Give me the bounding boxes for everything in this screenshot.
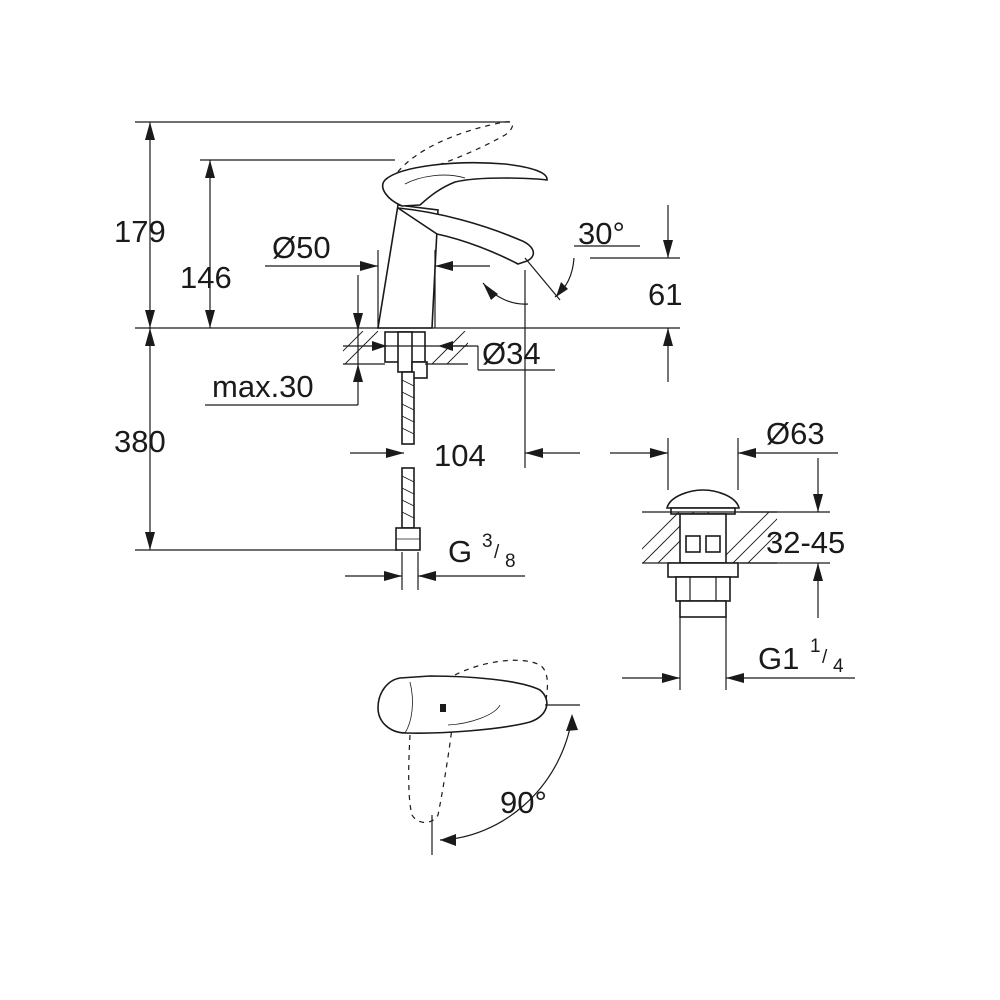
label-thread-g1-slash: / bbox=[822, 647, 828, 668]
label-thread-g: G bbox=[448, 534, 472, 569]
waste-plug-cap bbox=[665, 489, 741, 509]
dimension-labels: 179 146 Ø50 30° 61 Ø34 max.30 380 104 G … bbox=[114, 214, 845, 820]
lever-top bbox=[377, 675, 548, 734]
label-diameter-34: Ø34 bbox=[482, 336, 541, 371]
label-thread-g1: G1 bbox=[758, 641, 799, 676]
label-diameter-63: Ø63 bbox=[766, 416, 825, 451]
label-thread-den: 8 bbox=[505, 551, 516, 572]
waste-assembly bbox=[610, 438, 855, 690]
label-thread-slash: / bbox=[494, 542, 500, 563]
shank-thread bbox=[411, 361, 428, 379]
faucet-spout bbox=[397, 207, 535, 265]
label-104: 104 bbox=[434, 438, 486, 473]
faucet-top-view bbox=[377, 659, 580, 855]
label-61: 61 bbox=[648, 277, 682, 312]
label-max-30: max.30 bbox=[212, 369, 314, 404]
label-angle-90: 90° bbox=[500, 785, 547, 820]
label-diameter-50: Ø50 bbox=[272, 230, 331, 265]
lever-rotated-outline bbox=[408, 727, 453, 824]
label-146: 146 bbox=[180, 260, 232, 295]
label-thread-g1-num: 1 bbox=[810, 636, 821, 657]
label-32-45: 32-45 bbox=[766, 525, 845, 560]
label-angle-30: 30° bbox=[578, 216, 625, 251]
faucet-lever bbox=[381, 162, 548, 207]
dimension-lines bbox=[135, 121, 680, 590]
supply-hose bbox=[401, 371, 415, 445]
label-thread-num: 3 bbox=[482, 531, 493, 552]
mounting-nut bbox=[397, 331, 413, 373]
label-179: 179 bbox=[114, 214, 166, 249]
lever-detail bbox=[404, 174, 466, 185]
label-thread-g1-den: 4 bbox=[833, 656, 844, 677]
label-380: 380 bbox=[114, 424, 166, 459]
